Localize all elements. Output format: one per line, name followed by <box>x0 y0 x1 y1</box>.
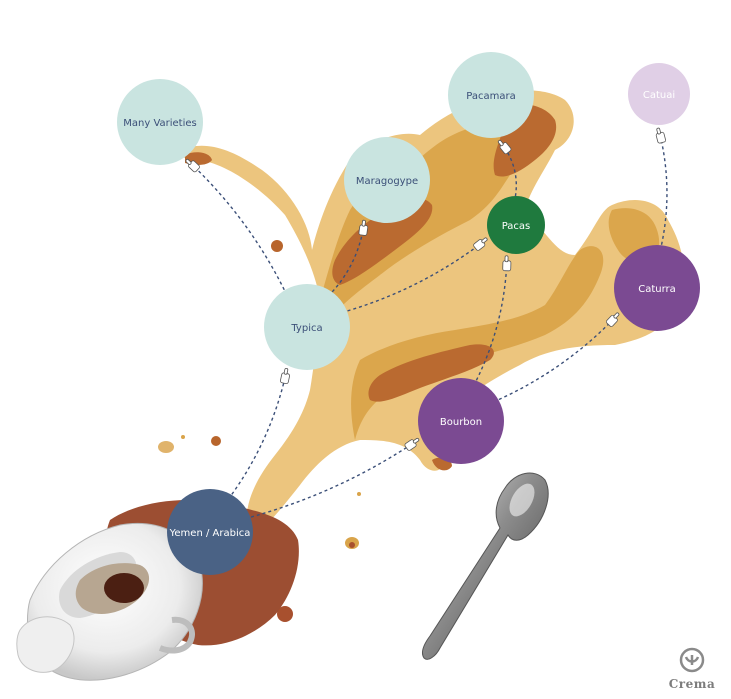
spill-drop <box>277 606 293 622</box>
edge-caturra-to-catuai <box>656 128 668 263</box>
node-pacas-circle <box>487 196 545 254</box>
node-pacas-label: Pacas <box>502 221 531 232</box>
spill-light <box>179 90 685 535</box>
node-many-varieties-circle <box>117 79 203 165</box>
node-typica-circle <box>264 284 350 370</box>
node-typica-label: Typica <box>290 323 322 334</box>
pointer-hand-icon <box>280 367 290 385</box>
node-catuai-circle <box>628 63 690 125</box>
node-caturra: Caturra <box>614 245 700 331</box>
node-pacas: Pacas <box>487 196 545 254</box>
pointer-hand-icon <box>404 437 420 451</box>
node-catuai: Catuai <box>628 63 690 125</box>
node-yemen-arabica: Yemen / Arabica <box>167 489 253 575</box>
node-pacamara: Pacamara <box>448 52 534 138</box>
node-maragogype-label: Maragogype <box>356 176 418 187</box>
spill-drop <box>357 492 361 496</box>
node-maragogype: Maragogype <box>344 137 430 223</box>
brand-logo: Crema <box>667 647 717 691</box>
pointer-hand-icon <box>185 159 200 173</box>
spoon <box>421 472 549 660</box>
spill-drop <box>349 542 355 548</box>
spill-drop <box>158 441 174 453</box>
node-caturra-circle <box>614 245 700 331</box>
edge-yemen-arabica-to-bourbon <box>233 439 419 523</box>
node-bourbon-circle <box>418 378 504 464</box>
coffee-cup <box>16 522 203 681</box>
node-pacamara-circle <box>448 52 534 138</box>
pointer-hand-icon <box>473 237 488 251</box>
node-catuai-label: Catuai <box>643 90 675 101</box>
pointer-hand-icon <box>358 219 369 236</box>
node-caturra-label: Caturra <box>638 284 676 295</box>
spill-drop <box>211 436 221 446</box>
spill-drop <box>271 240 283 252</box>
spill-drop <box>181 435 185 439</box>
pointer-hand-icon <box>502 255 512 272</box>
node-bourbon: Bourbon <box>418 378 504 464</box>
crema-logo-icon <box>679 647 705 673</box>
node-yemen-arabica-circle <box>167 489 253 575</box>
nodes-layer: Many Varieties Pacamara CatuaiMaragogypePa… <box>117 52 700 575</box>
edge-bourbon-to-pacas <box>467 256 508 397</box>
node-typica: Typica <box>264 284 350 370</box>
brand-name: Crema <box>668 677 716 691</box>
node-many-varieties: Many Varieties <box>117 79 203 165</box>
spill-dark <box>185 104 557 471</box>
node-many-varieties-label: Many Varieties <box>123 118 197 129</box>
edge-yemen-arabica-to-typica <box>220 369 288 510</box>
node-yemen-arabica-label: Yemen / Arabica <box>169 528 251 539</box>
edge-bourbon-to-caturra <box>482 313 619 408</box>
pointer-hand-icon <box>497 139 512 155</box>
node-bourbon-label: Bourbon <box>440 417 482 428</box>
node-pacamara-label: Pacamara <box>466 91 515 102</box>
edge-typica-to-many-varieties <box>186 159 293 307</box>
pointer-hand-icon <box>606 312 620 327</box>
pointer-hand-icon <box>655 127 666 144</box>
node-maragogype-circle <box>344 137 430 223</box>
